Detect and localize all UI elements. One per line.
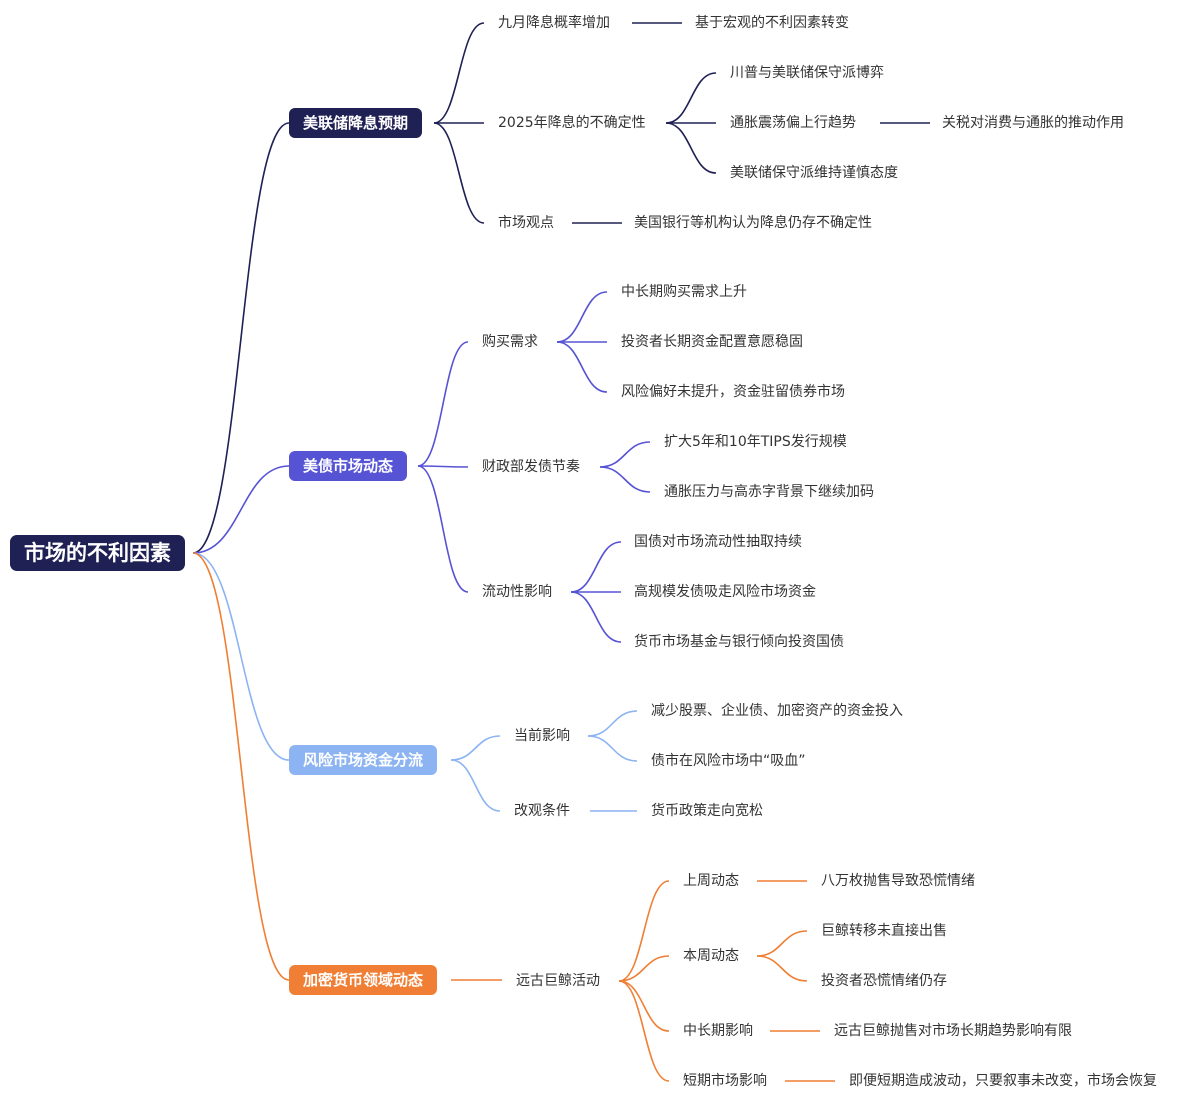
branch-crypto-dynamics[interactable]: 加密货币领域动态 bbox=[289, 965, 438, 995]
connector-curve bbox=[618, 955, 670, 982]
connector-curve bbox=[450, 735, 501, 761]
connector-curve bbox=[570, 591, 622, 643]
subtopic-node[interactable]: 美国银行等机构认为降息仍存不确定性 bbox=[634, 215, 872, 231]
topic-node[interactable]: 改观条件 bbox=[514, 803, 570, 819]
connector-curve bbox=[556, 341, 608, 393]
branch-risk-fund-diversion[interactable]: 风险市场资金分流 bbox=[289, 745, 438, 775]
connector-curve bbox=[618, 980, 670, 1032]
topic-node[interactable]: 财政部发债节奏 bbox=[482, 459, 580, 475]
topic-node[interactable]: 当前影响 bbox=[514, 728, 570, 744]
connector-curve bbox=[756, 955, 808, 982]
connector-curve bbox=[618, 980, 670, 1082]
subtopic-node[interactable]: 川普与美联储保守派博弈 bbox=[730, 65, 884, 81]
subtopic-node[interactable]: 债市在风险市场中“吸血” bbox=[651, 753, 806, 769]
subtopic-node[interactable]: 货币市场基金与银行倾向投资国债 bbox=[634, 634, 844, 650]
subtopic-node[interactable]: 减少股票、企业债、加密资产的资金投入 bbox=[651, 703, 903, 719]
connector-curve bbox=[192, 552, 290, 761]
connector-curve bbox=[570, 541, 622, 593]
connector-curve bbox=[756, 930, 808, 957]
topic-node[interactable]: 远古巨鲸活动 bbox=[516, 973, 600, 989]
connector-curve bbox=[599, 466, 651, 493]
connector-curve bbox=[417, 465, 469, 468]
subtopic-node[interactable]: 通胀压力与高赤字背景下继续加码 bbox=[664, 484, 874, 500]
topic-node[interactable]: 九月降息概率增加 bbox=[498, 15, 610, 31]
connector-curve bbox=[599, 441, 651, 468]
connector-curve bbox=[192, 122, 290, 554]
connector-curve bbox=[433, 22, 485, 124]
connector-curve bbox=[618, 880, 670, 982]
connector-curve bbox=[665, 72, 717, 124]
topic-node[interactable]: 购买需求 bbox=[482, 334, 538, 350]
topic-node[interactable]: 2025年降息的不确定性 bbox=[498, 115, 646, 131]
topic-node[interactable]: 市场观点 bbox=[498, 215, 554, 231]
connector-curve bbox=[192, 552, 290, 981]
subtopic-node[interactable]: 短期市场影响 bbox=[683, 1073, 767, 1089]
detail-node[interactable]: 远古巨鲸抛售对市场长期趋势影响有限 bbox=[834, 1023, 1072, 1039]
subtopic-node[interactable]: 货币政策走向宽松 bbox=[651, 803, 763, 819]
detail-node[interactable]: 关税对消费与通胀的推动作用 bbox=[942, 115, 1124, 131]
root-node[interactable]: 市场的不利因素 bbox=[10, 535, 185, 571]
subtopic-node[interactable]: 国债对市场流动性抽取持续 bbox=[634, 534, 802, 550]
subtopic-node[interactable]: 中长期购买需求上升 bbox=[621, 284, 747, 300]
detail-node[interactable]: 八万枚抛售导致恐慌情绪 bbox=[821, 873, 975, 889]
branch-treasury-market[interactable]: 美债市场动态 bbox=[289, 451, 408, 481]
subtopic-node[interactable]: 扩大5年和10年TIPS发行规模 bbox=[664, 434, 847, 450]
subtopic-node[interactable]: 美联储保守派维持谨慎态度 bbox=[730, 165, 898, 181]
connector-curve bbox=[433, 122, 485, 224]
connector-curve bbox=[192, 465, 290, 554]
detail-node[interactable]: 即便短期造成波动，只要叙事未改变，市场会恢复 bbox=[849, 1073, 1157, 1089]
topic-node[interactable]: 流动性影响 bbox=[482, 584, 552, 600]
subtopic-node[interactable]: 通胀震荡偏上行趋势 bbox=[730, 115, 856, 131]
subtopic-node[interactable]: 上周动态 bbox=[683, 873, 739, 889]
subtopic-node[interactable]: 投资者长期资金配置意愿稳固 bbox=[621, 334, 803, 350]
subtopic-node[interactable]: 中长期影响 bbox=[683, 1023, 753, 1039]
subtopic-node[interactable]: 风险偏好未提升，资金驻留债券市场 bbox=[621, 384, 845, 400]
detail-node[interactable]: 投资者恐慌情绪仍存 bbox=[821, 973, 947, 989]
connector-curve bbox=[417, 341, 469, 467]
connector-curve bbox=[665, 122, 717, 174]
connector-curve bbox=[417, 465, 469, 593]
branch-fed-rate-cut[interactable]: 美联储降息预期 bbox=[289, 108, 423, 138]
connector-curve bbox=[587, 735, 638, 762]
connector-curve bbox=[556, 291, 608, 343]
detail-node[interactable]: 巨鲸转移未直接出售 bbox=[821, 923, 947, 939]
subtopic-node[interactable]: 基于宏观的不利因素转变 bbox=[695, 15, 849, 31]
subtopic-node[interactable]: 高规模发债吸走风险市场资金 bbox=[634, 584, 816, 600]
connector-curve bbox=[587, 710, 638, 737]
connector-curve bbox=[450, 759, 501, 812]
subtopic-node[interactable]: 本周动态 bbox=[683, 948, 739, 964]
